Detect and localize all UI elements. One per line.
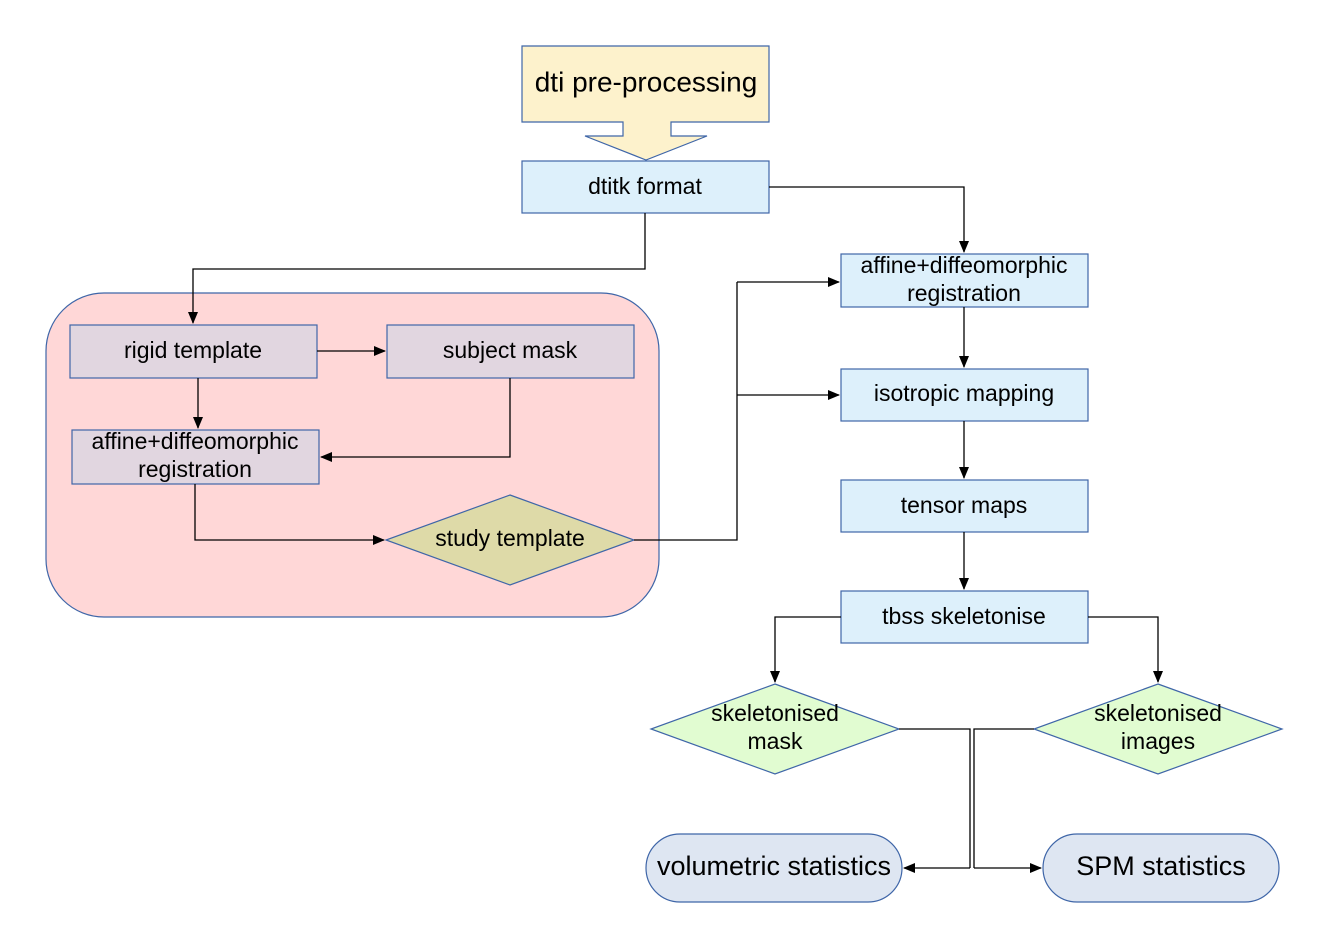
skeletonised-mask-label-line1: skeletonised	[711, 700, 839, 726]
skeletonised-images-label-line1: skeletonised	[1094, 700, 1222, 726]
dtitk-format-label: dtitk format	[588, 173, 702, 199]
template-registration-node: affine+diffeomorphic registration	[71, 428, 320, 485]
edge-dtitk-to-rigid-template	[188, 213, 646, 324]
dtitk-format-node: dtitk format	[521, 160, 770, 214]
volumetric-statistics-label: volumetric statistics	[657, 851, 891, 881]
study-template-label: study template	[435, 525, 585, 551]
edge-skeletonised-mask-join	[899, 728, 971, 868]
tensor-maps-node: tensor maps	[840, 479, 1089, 533]
spm-statistics-label: SPM statistics	[1076, 851, 1246, 881]
study-template-node: study template	[384, 494, 636, 586]
subject-mask-node: subject mask	[386, 324, 635, 379]
skeletonised-images-label-line2: images	[1121, 728, 1195, 754]
dti-preprocessing-node: dti pre-processing	[521, 45, 770, 161]
edge-skeletonised-images-join	[973, 728, 1034, 868]
dti-preprocessing-label: dti pre-processing	[535, 66, 758, 97]
spm-statistics-node: SPM statistics	[1042, 833, 1280, 903]
connectors	[188, 186, 1163, 873]
edge-dtitk-to-subject-registration	[769, 186, 969, 253]
volumetric-statistics-node: volumetric statistics	[645, 833, 903, 903]
subject-mask-label: subject mask	[443, 337, 578, 363]
edge-study-template-trunk	[634, 282, 738, 541]
subject-registration-label-line1: affine+diffeomorphic	[861, 252, 1068, 278]
skeletonised-mask-label-line2: mask	[748, 728, 803, 754]
template-registration-label-line2: registration	[138, 456, 252, 482]
isotropic-mapping-node: isotropic mapping	[840, 368, 1089, 422]
skeletonised-mask-node: skeletonised mask	[649, 683, 901, 775]
skeletonised-images-node: skeletonised images	[1032, 683, 1284, 775]
edge-tbss-to-skeletonised-images	[1088, 616, 1163, 683]
template-registration-label-line1: affine+diffeomorphic	[92, 428, 299, 454]
tbss-skeletonise-node: tbss skeletonise	[840, 590, 1089, 644]
subject-registration-label-line2: registration	[907, 280, 1021, 306]
edge-subject-mask-to-template-registration	[320, 378, 511, 462]
subject-registration-node: affine+diffeomorphic registration	[840, 252, 1089, 308]
tensor-maps-label: tensor maps	[901, 492, 1028, 518]
rigid-template-label: rigid template	[124, 337, 262, 363]
rigid-template-node: rigid template	[69, 324, 318, 379]
edge-tbss-to-skeletonised-mask	[770, 616, 841, 683]
isotropic-mapping-label: isotropic mapping	[874, 380, 1054, 406]
tbss-skeletonise-label: tbss skeletonise	[882, 603, 1046, 629]
edge-template-registration-to-study-template	[194, 484, 385, 545]
